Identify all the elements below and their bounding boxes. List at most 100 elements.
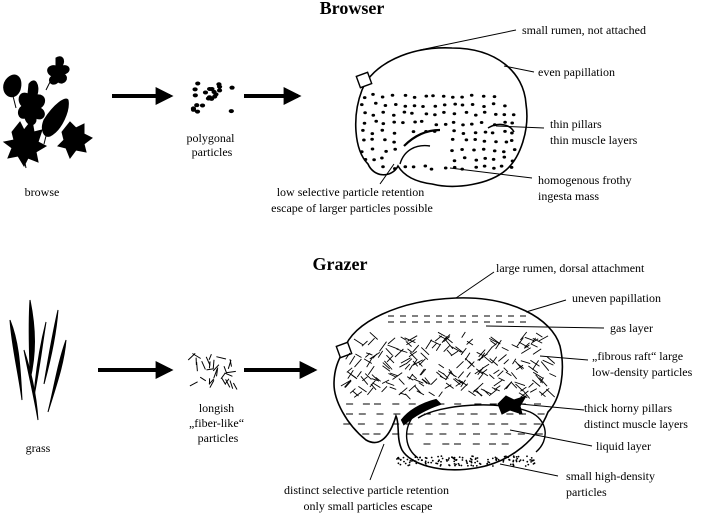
- raft-fiber: [455, 380, 463, 387]
- browser-retention-label: low selective particle retention escape …: [271, 185, 433, 215]
- polygonal-particles-label-line2: particles: [192, 145, 233, 159]
- ingesta-dot: [482, 110, 487, 114]
- sediment-dot: [507, 456, 510, 459]
- thin-pillars-label: thin pillars thin muscle layers: [550, 117, 638, 147]
- sediment-dot: [455, 458, 458, 461]
- grazer-pillar-left: [400, 398, 442, 426]
- raft-fiber: [498, 354, 507, 362]
- ingesta-dot: [491, 102, 496, 106]
- small-rumen-label: small rumen, not attached: [522, 23, 646, 37]
- sediment-dot: [447, 459, 450, 461]
- raft-fiber: [438, 363, 445, 369]
- raft-fiber: [408, 364, 413, 371]
- raft-fiber: [482, 355, 493, 364]
- large-rumen-leader: [455, 271, 495, 299]
- ingesta-dot: [360, 150, 364, 154]
- raft-fiber: [514, 381, 526, 387]
- raft-fiber: [428, 391, 435, 397]
- raft-fiber: [535, 332, 543, 338]
- ingesta-label-line1: homogenous frothy: [538, 173, 632, 187]
- even-papillation-leader: [503, 65, 535, 73]
- ingesta-dot: [401, 121, 405, 125]
- raft-fiber: [481, 369, 488, 374]
- raft-fiber: [404, 393, 411, 400]
- sediment-dot: [430, 461, 433, 464]
- raft-fiber: [520, 360, 531, 365]
- polygonal-particle: [216, 84, 223, 89]
- browse-leaves: [2, 56, 93, 169]
- sediment-dot: [469, 460, 471, 463]
- ingesta-dot: [433, 113, 437, 117]
- raft-fiber: [363, 358, 373, 364]
- grass-blade-icon: [9, 319, 23, 401]
- ingesta-dot: [462, 156, 467, 160]
- ingesta-dot: [441, 94, 446, 98]
- raft-fiber: [408, 384, 417, 392]
- ingesta-dot: [483, 156, 488, 160]
- raft-fiber: [532, 371, 544, 379]
- raft-fiber: [407, 335, 418, 342]
- sediment-dot: [465, 459, 468, 462]
- ingesta-dot: [412, 95, 417, 99]
- raft-fiber: [518, 341, 529, 348]
- raft-fiber: [476, 390, 483, 397]
- raft-fiber: [515, 364, 524, 371]
- sediment-dot: [529, 459, 532, 461]
- raft-fiber: [511, 344, 519, 349]
- ingesta-dot: [372, 158, 376, 162]
- sediment-dot: [513, 456, 515, 459]
- raft-fiber: [360, 376, 369, 385]
- raft-fiber: [454, 377, 464, 385]
- raft-fiber: [466, 372, 471, 378]
- ingesta-dot: [451, 120, 456, 124]
- raft-fiber: [511, 382, 518, 389]
- raft-fiber: [371, 374, 380, 382]
- raft-fiber: [488, 338, 501, 345]
- browser-thin-pillar: [487, 123, 515, 133]
- ingesta-dot: [481, 147, 486, 151]
- fiber-particles-label-line2: „fiber-like“: [189, 416, 244, 430]
- raft-fiber: [512, 358, 517, 365]
- raft-fiber: [460, 347, 467, 356]
- polygonal-particles-label-line1: polygonal: [187, 131, 236, 145]
- raft-fiber: [361, 340, 368, 347]
- raft-fiber: [404, 363, 411, 370]
- sediment-dot: [440, 455, 443, 457]
- polygonal-particle: [194, 103, 200, 108]
- ingesta-dot: [381, 122, 386, 126]
- sediment-dot: [502, 459, 505, 462]
- fiber-particle: [232, 382, 238, 390]
- sediment-dot: [455, 463, 457, 466]
- sediment-dot: [419, 456, 421, 459]
- sediment-dot: [486, 462, 489, 465]
- sediment-dot: [408, 464, 411, 466]
- ingesta-dot: [411, 165, 416, 169]
- sediment-dot: [453, 463, 456, 465]
- raft-fiber: [488, 389, 498, 397]
- sediment-dot: [476, 457, 479, 459]
- raft-fiber: [377, 350, 384, 358]
- ingesta-dot: [383, 104, 388, 107]
- ingesta-dot: [512, 148, 517, 152]
- raft-fiber: [467, 361, 475, 370]
- fiber-particle: [212, 359, 215, 370]
- fiber-particle: [224, 372, 233, 377]
- ingesta-dot: [503, 120, 507, 124]
- raft-fiber: [495, 339, 502, 350]
- ingesta-dot: [461, 123, 465, 127]
- sediment-dot: [425, 457, 428, 460]
- raft-fiber: [549, 373, 557, 378]
- raft-fiber: [406, 376, 414, 381]
- sediment-dot: [474, 461, 476, 464]
- raft-fiber: [472, 387, 479, 393]
- raft-fiber: [529, 388, 538, 393]
- raft-fiber: [405, 358, 413, 365]
- polygonal-particle: [190, 107, 197, 112]
- raft-fiber: [490, 340, 497, 346]
- raft-fiber: [460, 383, 469, 391]
- polygonal-particle: [202, 90, 209, 95]
- ingesta-dot: [450, 137, 455, 141]
- raft-fiber: [446, 349, 453, 356]
- ingesta-dot: [503, 104, 507, 108]
- raft-fiber: [545, 388, 556, 398]
